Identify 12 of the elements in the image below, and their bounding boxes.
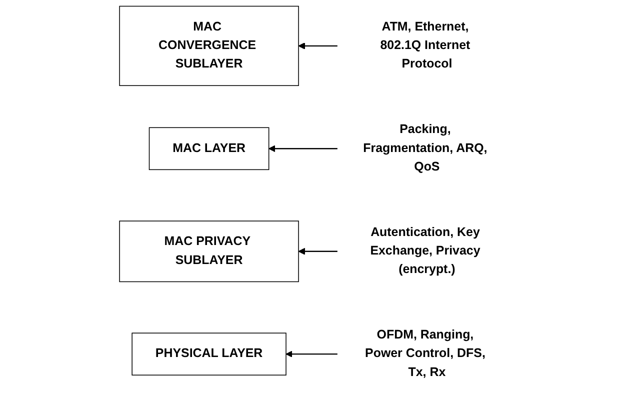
node-text: ATM, Ethernet, 802.1Q Internet Protocol [380,20,470,71]
node-box: MAC LAYER [148,127,269,170]
node-box: PHYSICAL LAYER [131,332,286,376]
node-box: MAC PRIVACY SUBLAYER [118,220,298,282]
arrow [285,350,337,358]
node-box: MAC CONVERGENCE SUBLAYER [118,6,298,86]
arrow [298,42,337,50]
arrow [298,248,337,255]
node-text: OFDM, Ranging, Power Control, DFS, Tx, Rx [364,328,485,379]
node-text: Autentication, Key Exchange, Privacy (encrypt.) [370,226,480,276]
arrow [268,145,337,152]
node-text: Packing, Fragmentation, ARQ, QoS [362,122,487,174]
